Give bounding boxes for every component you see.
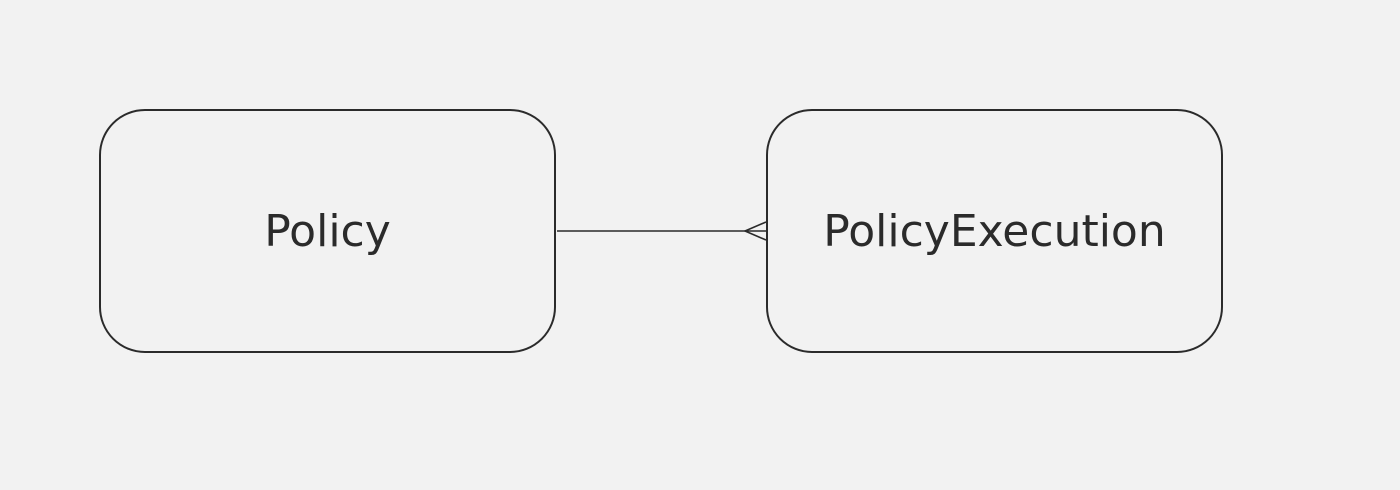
- entity-policy-execution-label: PolicyExecution: [823, 205, 1166, 257]
- entity-policy-label: Policy: [264, 205, 391, 257]
- entity-policy[interactable]: Policy: [99, 109, 556, 353]
- entity-policy-execution[interactable]: PolicyExecution: [766, 109, 1223, 353]
- crows-foot-many-marker: [742, 221, 767, 241]
